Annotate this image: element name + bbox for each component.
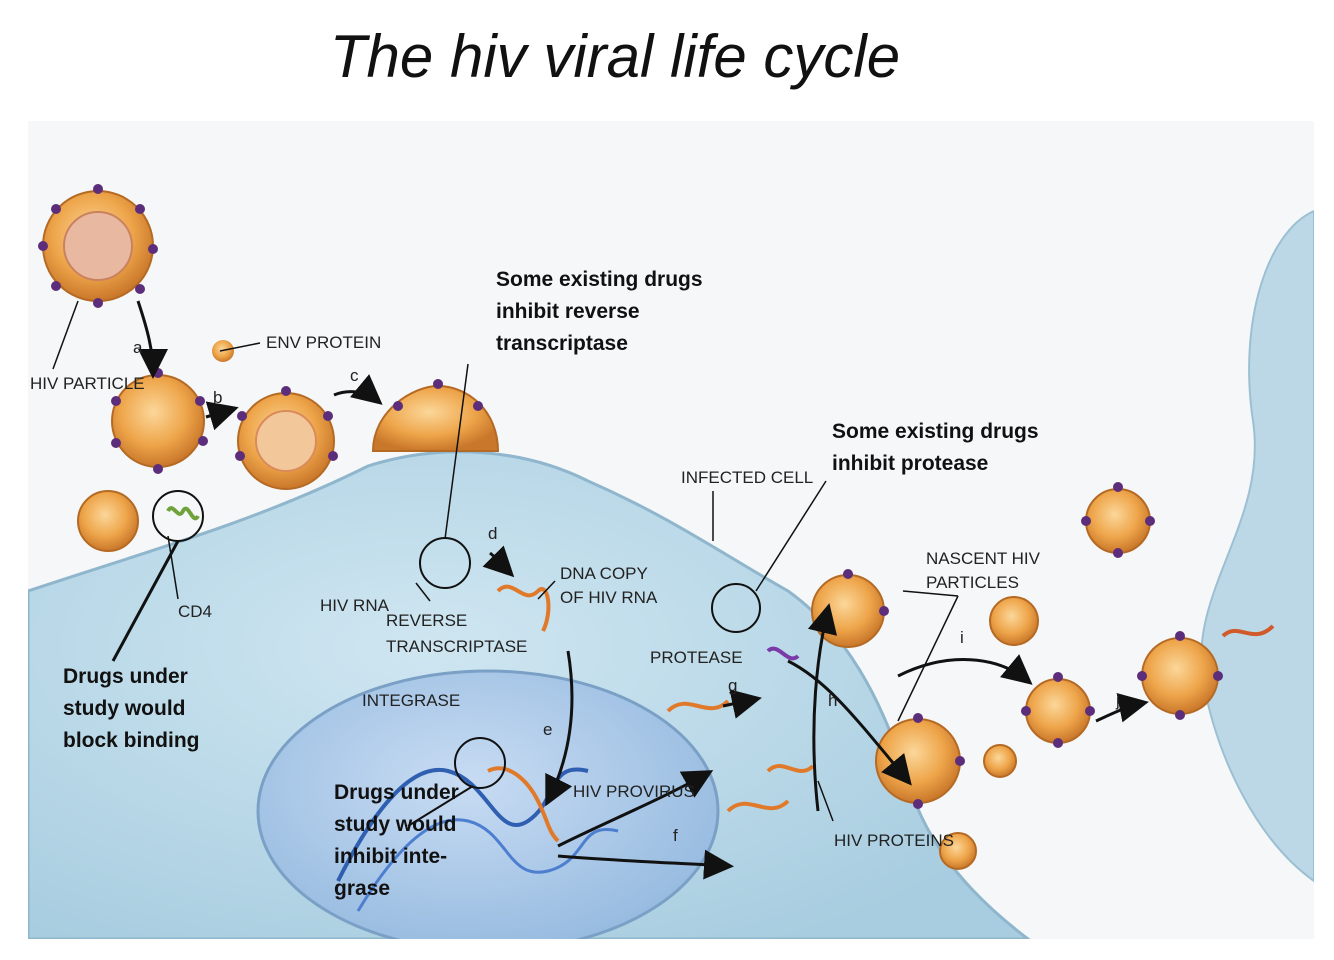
label-protease: PROTEASE — [650, 648, 743, 667]
page-title: The hiv viral life cycle — [329, 23, 901, 90]
hiv-virion-entering — [371, 384, 500, 452]
hiv-virion-mature — [1025, 678, 1091, 744]
step-f: f — [673, 826, 678, 845]
hiv-virion-small — [77, 490, 139, 552]
hiv-virion-budding-2 — [875, 718, 961, 804]
rt-drugs-line-2: inhibit reverse — [496, 300, 640, 323]
diagram-panel: HIV PARTICLE ENV PROTEIN CD4 HIV RNA REV… — [28, 121, 1314, 939]
label-cd4: CD4 — [178, 602, 212, 621]
cd4-receptor — [166, 506, 200, 521]
step-c: c — [350, 366, 359, 385]
label-dna-copy-2: OF HIV RNA — [560, 588, 658, 607]
integrase-drugs-line-4: grase — [334, 877, 390, 900]
integrase-drugs-line-1: Drugs under — [334, 781, 459, 804]
binding-drugs-line-3: block binding — [63, 729, 200, 752]
label-hiv-provirus: HIV PROVIRUS — [573, 782, 695, 801]
label-infected-cell: INFECTED CELL — [681, 468, 813, 487]
integrase-drugs-line-2: study would — [334, 813, 457, 836]
binding-drugs-line-1: Drugs under — [63, 665, 188, 688]
viral-protein-strand-4 — [766, 646, 800, 661]
hiv-virion-released — [1085, 488, 1151, 554]
viral-protein-strand-3 — [766, 764, 815, 773]
label-nascent-2: PARTICLES — [926, 573, 1019, 592]
step-arrows — [136, 300, 1149, 880]
step-a: a — [133, 338, 143, 357]
hiv-life-cycle-diagram: HIV PARTICLE ENV PROTEIN CD4 HIV RNA REV… — [28, 184, 1314, 939]
label-hiv-particle: HIV PARTICLE — [30, 374, 145, 393]
step-j: j — [1115, 691, 1120, 710]
released-rna — [1221, 624, 1275, 638]
label-integrase: INTEGRASE — [362, 691, 460, 710]
label-env-protein: ENV PROTEIN — [266, 333, 381, 352]
pointer-lines — [52, 300, 959, 822]
integrase-drugs-line-3: inhibit inte- — [334, 845, 447, 868]
viral-protein-strand-2 — [726, 799, 790, 813]
hiv-virion-nascent-1 — [989, 596, 1039, 646]
protease-drugs-line-2: inhibit protease — [832, 452, 988, 475]
step-b: b — [213, 388, 222, 407]
rt-drugs-line-3: transcriptase — [496, 332, 628, 355]
envelope-spikes — [38, 184, 1223, 809]
viral-protein-strand-1 — [666, 699, 730, 713]
protease-drugs-line-1: Some existing drugs — [832, 420, 1039, 443]
hiv-virion-nascent-2 — [983, 744, 1017, 778]
step-d: d — [488, 524, 497, 543]
hiv-virion-attaching — [1141, 637, 1219, 715]
step-e: e — [543, 720, 552, 739]
step-g: g — [728, 676, 737, 695]
hiv-virion-fusing — [237, 392, 335, 490]
dna-copy-strand — [496, 584, 551, 632]
integrase-drug-pointer — [407, 785, 474, 827]
label-reverse-transcriptase-1: REVERSE — [386, 611, 467, 630]
rt-drugs-line-1: Some existing drugs — [496, 268, 703, 291]
protease-circle — [711, 583, 761, 633]
chromosomal-dna-strand-2 — [356, 818, 619, 912]
integrase-circle — [454, 737, 506, 789]
binding-drugs-line-2: study would — [63, 697, 186, 720]
label-hiv-proteins: HIV PROTEINS — [834, 831, 954, 850]
step-i: i — [960, 628, 964, 647]
label-dna-copy-1: DNA COPY — [560, 564, 648, 583]
label-hiv-rna: HIV RNA — [320, 596, 390, 615]
step-h: h — [828, 691, 837, 710]
binding-drug-pointer — [111, 540, 180, 662]
hiv-virion-nascent-3 — [939, 832, 977, 870]
label-reverse-transcriptase-2: TRANSCRIPTASE — [386, 637, 527, 656]
binding-site-circle — [152, 490, 204, 542]
neighbor-cell — [1200, 209, 1314, 883]
label-nascent-1: NASCENT HIV — [926, 549, 1041, 568]
